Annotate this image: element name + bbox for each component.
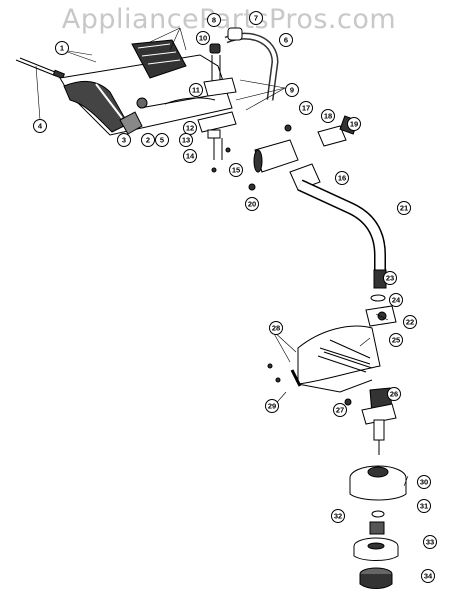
callout-label-6: 6 — [284, 36, 288, 45]
callout-label-5: 5 — [160, 136, 164, 145]
callout-label-7: 7 — [254, 14, 258, 23]
callout-label-30: 30 — [420, 478, 428, 487]
callout-label-17: 17 — [302, 104, 310, 113]
gearhead — [344, 387, 397, 455]
callout-label-1: 1 — [60, 44, 64, 53]
callout-label-14: 14 — [186, 152, 195, 161]
callout-circle-32 — [331, 509, 345, 523]
callout-circle-2 — [141, 133, 155, 147]
callout-label-9: 9 — [290, 86, 294, 95]
callout-label-19: 19 — [350, 120, 358, 129]
callout-label-22: 22 — [406, 318, 414, 327]
callout-circle-1 — [55, 41, 69, 55]
callout-circle-34 — [421, 569, 435, 583]
callout-circle-19 — [347, 117, 361, 131]
handle-assembly — [59, 54, 233, 136]
hardware-screws — [136, 27, 243, 173]
callout-label-21: 21 — [400, 204, 408, 213]
callout-circle-27 — [333, 403, 347, 417]
callout-label-23: 23 — [386, 274, 394, 283]
callout-circle-6 — [279, 33, 293, 47]
top-handle — [131, 39, 187, 79]
callout-circle-16 — [335, 171, 349, 185]
callout-label-27: 27 — [336, 406, 344, 415]
callout-circle-31 — [417, 499, 431, 513]
trimmer-guard — [267, 325, 381, 393]
callout-label-32: 32 — [334, 512, 342, 521]
callout-label-18: 18 — [324, 112, 332, 121]
callout-label-13: 13 — [182, 136, 190, 145]
callout-circle-8 — [207, 13, 221, 27]
callout-circle-4 — [33, 119, 47, 133]
callout-circle-5 — [155, 133, 169, 147]
callout-label-3: 3 — [122, 136, 126, 145]
callout-circle-22 — [403, 315, 417, 329]
callout-circle-15 — [229, 163, 243, 177]
throttle-cable — [15, 57, 66, 80]
callout-label-15: 15 — [232, 166, 240, 175]
callout-label-26: 26 — [390, 390, 398, 399]
trimmer-head — [349, 465, 407, 589]
callout-circle-10 — [196, 31, 210, 45]
drive-shaft — [297, 179, 387, 289]
callout-circle-20 — [245, 197, 259, 211]
callout-label-12: 12 — [186, 124, 194, 133]
callout-circle-14 — [183, 149, 197, 163]
callout-circle-17 — [299, 101, 313, 115]
callout-label-25: 25 — [392, 336, 400, 345]
callout-label-10: 10 — [199, 34, 207, 43]
callout-label-28: 28 — [272, 324, 280, 333]
callout-circle-9 — [285, 83, 299, 97]
callout-circle-11 — [189, 83, 203, 97]
callout-label-24: 24 — [392, 296, 401, 305]
callout-circle-3 — [117, 133, 131, 147]
callout-label-29: 29 — [268, 402, 276, 411]
callout-circle-26 — [387, 387, 401, 401]
callout-label-16: 16 — [338, 174, 346, 183]
callout-circle-21 — [397, 201, 411, 215]
callout-circle-18 — [321, 109, 335, 123]
callout-circle-7 — [249, 11, 263, 25]
callout-label-33: 33 — [426, 538, 434, 547]
callout-circle-25 — [389, 333, 403, 347]
callout-label-34: 34 — [424, 572, 433, 581]
callout-circle-24 — [389, 293, 403, 307]
callout-circle-30 — [417, 475, 431, 489]
callout-circle-33 — [423, 535, 437, 549]
callout-label-11: 11 — [192, 86, 200, 95]
callout-label-4: 4 — [38, 122, 43, 131]
callout-label-8: 8 — [212, 16, 216, 25]
callout-circle-29 — [265, 399, 279, 413]
callout-circle-28 — [269, 321, 283, 335]
callout-label-2: 2 — [146, 136, 150, 145]
callout-label-31: 31 — [420, 502, 428, 511]
callout-label-20: 20 — [248, 200, 256, 209]
callout-circle-23 — [383, 271, 397, 285]
callout-circle-13 — [179, 133, 193, 147]
